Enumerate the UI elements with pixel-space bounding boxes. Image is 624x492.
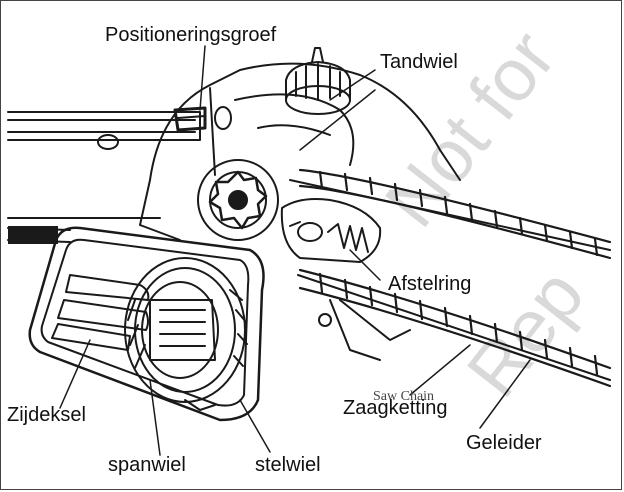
saw-chain-upper [298,168,612,260]
label-zaagketting: Zaagketting [343,397,448,419]
label-afstelring: Afstelring [388,273,472,295]
motor-housing [139,62,461,241]
label-spanwiel: spanwiel [108,454,186,476]
handle-bar-upper [7,111,201,150]
handle-bar-lower [7,217,161,244]
sprocket-knob [285,47,351,115]
tension-wheels [124,257,248,411]
adjuster-mechanism [280,198,382,263]
side-cover [28,226,265,422]
saw-chain-engraving: Saw Chain [373,389,434,404]
label-tandwiel: Tandwiel [380,51,458,73]
saw-chain-lower [298,268,612,388]
label-stelwiel: stelwiel [255,454,321,476]
label-zijdeksel: Zijdeksel [7,404,86,426]
label-positioneringsgroef: Positioneringsgroef [105,24,277,46]
sprocket-wheel [197,159,279,241]
label-geleider: Geleider [466,432,542,454]
leader-lines [59,45,531,456]
